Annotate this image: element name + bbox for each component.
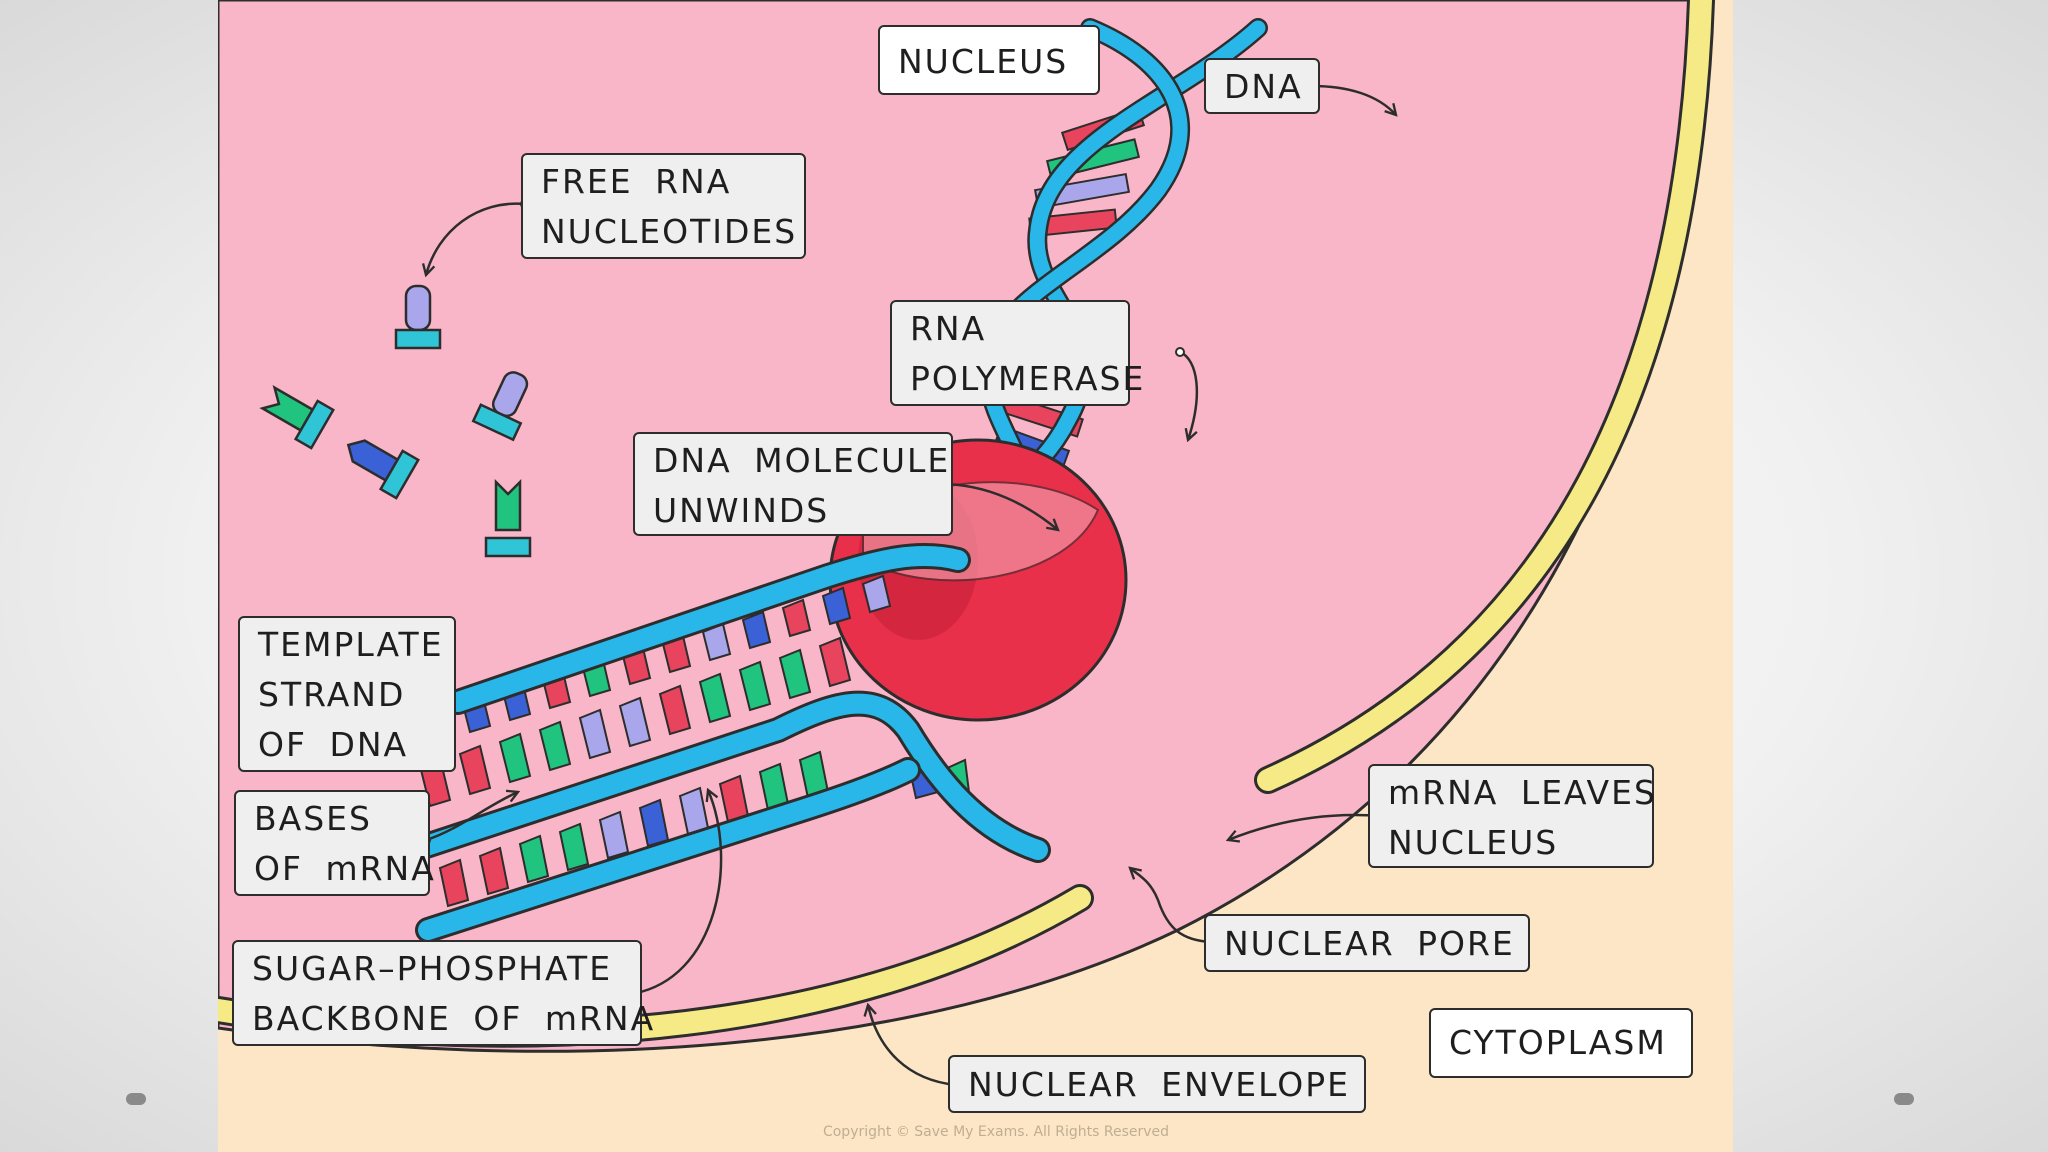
nucleus-label-text: NUCLEUS [898,42,1069,81]
sugar-phosphate-backbone-label: SUGAR–PHOSPHATE BACKBONE OF mRNA [232,940,656,1046]
next-slide-dot[interactable] [1894,1093,1914,1105]
nuclear-pore-label: NUCLEAR PORE [1204,914,1530,972]
bases-of-mrna-label: BASES OF mRNA [234,790,436,896]
sugar-phosphate-line-2: BACKBONE OF mRNA [252,999,656,1038]
transcription-diagram [218,0,1715,1090]
mrna-leaves-line-2: NUCLEUS [1388,823,1559,862]
bases-of-mrna-line-1: BASES [254,799,372,838]
rna-polymerase-label: RNA POLYMERASE [890,300,1146,406]
cytoplasm-text: CYTOPLASM [1449,1023,1667,1062]
cytoplasm-label: CYTOPLASM [1429,1008,1693,1078]
transcription-slide: NUCLEUS DNA FREE RNA NUCLEOTIDES RNA POL… [218,0,1733,1152]
template-strand-label: TEMPLATE STRAND OF DNA [238,616,456,772]
dna-molecule-unwinds-label: DNA MOLECULE UNWINDS [633,432,953,536]
template-strand-line-1: TEMPLATE [258,625,444,664]
free-rna-line-2: NUCLEOTIDES [541,212,798,251]
mrna-leaves-line-1: mRNA LEAVES [1388,773,1657,812]
previous-slide-dot[interactable] [126,1093,146,1105]
free-rna-nucleotides-label: FREE RNA NUCLEOTIDES [521,153,806,259]
nuclear-pore-text: NUCLEAR PORE [1224,924,1515,963]
nucleus-label: NUCLEUS [878,25,1100,95]
strand-backbones [401,543,1051,943]
dna-unwinds-line-1: DNA MOLECULE [653,441,951,480]
free-rna-line-1: FREE RNA [541,162,732,201]
bases-of-mrna-line-2: OF mRNA [254,849,436,888]
copyright-notice: Copyright © Save My Exams. All Rights Re… [822,1124,1170,1140]
template-strand-line-2: STRAND [258,675,406,714]
nuclear-envelope-text: NUCLEAR ENVELOPE [968,1065,1351,1104]
mrna-bases [418,636,852,808]
mrna-leaves-nucleus-label: mRNA LEAVES NUCLEUS [1368,764,1657,868]
sugar-phosphate-line-1: SUGAR–PHOSPHATE [252,949,613,988]
rna-polymerase-line-2: POLYMERASE [910,359,1146,398]
dna-label: DNA [1204,58,1320,114]
free-rna-nucleotides [259,284,532,558]
dna-unwinds-line-2: UNWINDS [653,491,830,530]
nuclear-envelope-label: NUCLEAR ENVELOPE [948,1055,1366,1113]
template-strand-line-3: OF DNA [258,725,409,764]
rna-polymerase-line-1: RNA [910,309,987,348]
dna-label-text: DNA [1224,67,1303,106]
